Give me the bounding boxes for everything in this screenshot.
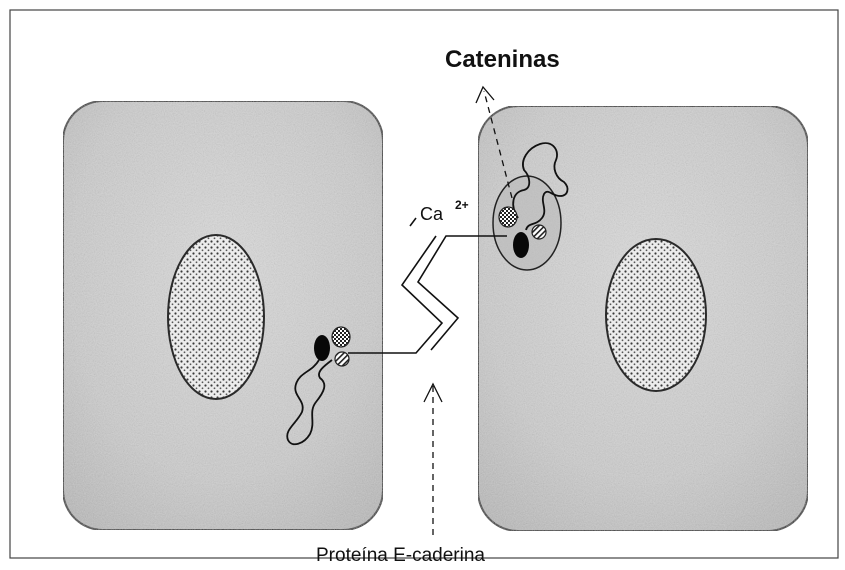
- protein-pointer: [424, 384, 442, 535]
- left-gamma-catenin: [335, 352, 349, 366]
- left-alpha-catenin: [332, 327, 350, 347]
- protein-label: Proteína E-caderina: [316, 545, 485, 566]
- catenins-arrow-head: [476, 87, 494, 103]
- calcium-label: Ca: [420, 204, 444, 224]
- calcium-gap-stroke: [410, 218, 416, 226]
- left-cell-nucleus: [168, 235, 264, 399]
- calcium-charge-label: 2+: [455, 198, 469, 212]
- catenins-label: Cateninas: [445, 46, 560, 73]
- right-cell: [478, 106, 808, 531]
- left-cell: [63, 101, 383, 530]
- right-gamma-catenin: [532, 225, 546, 239]
- right-beta-catenin: [513, 232, 529, 258]
- right-cell-nucleus: [606, 239, 706, 391]
- left-beta-catenin: [314, 335, 330, 361]
- right-alpha-catenin: [499, 207, 517, 227]
